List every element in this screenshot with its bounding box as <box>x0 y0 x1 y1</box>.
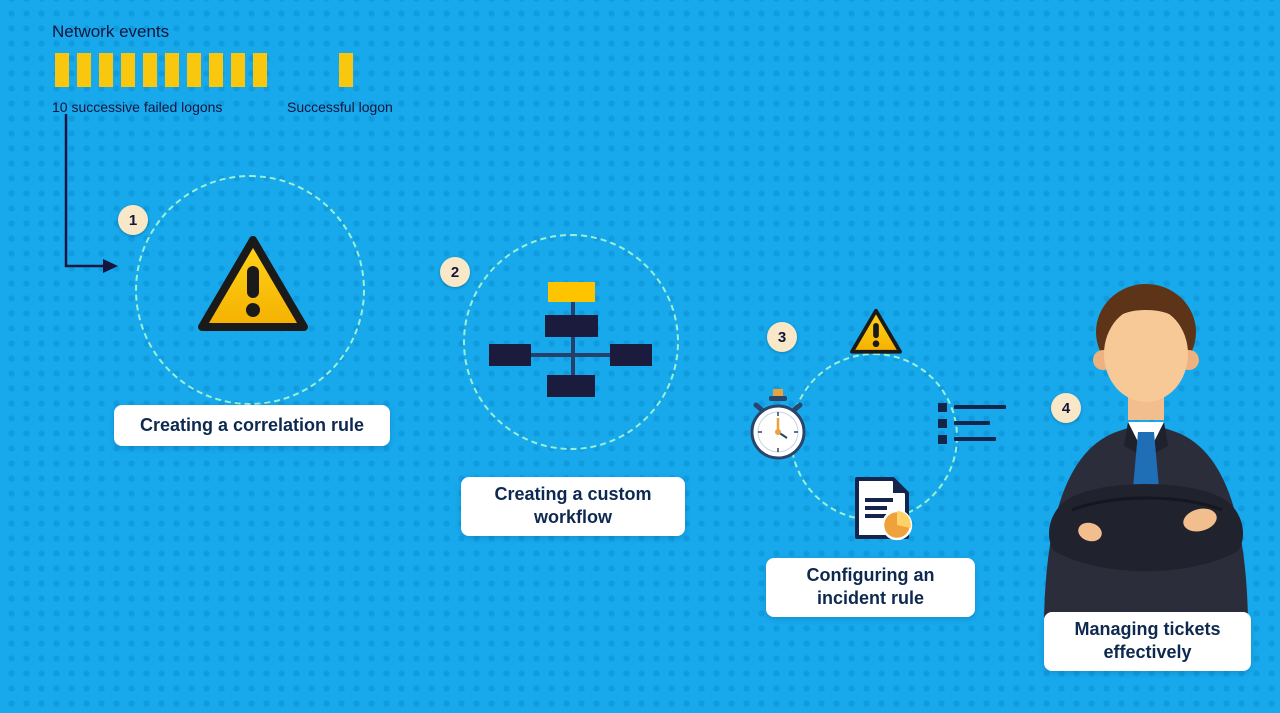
step2-label: Creating a custom workflow <box>461 477 685 536</box>
failed-logons-label: 10 successive failed logons <box>52 99 223 115</box>
crossed-arms <box>1048 484 1244 572</box>
event-bar <box>253 53 267 87</box>
event-bar <box>99 53 113 87</box>
stopwatch-icon <box>750 389 806 460</box>
success-logon-bar <box>339 53 353 87</box>
warning-triangle-small-icon <box>850 308 902 354</box>
step3-label: Configuring an incident rule <box>766 558 975 617</box>
warning-triangle-icon <box>198 236 308 331</box>
step2-dashed-circle <box>463 234 679 450</box>
step1-label: Creating a correlation rule <box>114 405 390 446</box>
hand <box>1183 508 1217 532</box>
step3-badge: 3 <box>767 322 797 352</box>
arrow-connector-icon <box>64 114 118 273</box>
step1-dashed-circle <box>135 175 365 405</box>
event-bar <box>55 53 69 87</box>
step4-badge: 4 <box>1051 393 1081 423</box>
support-engineer-illustration <box>1044 284 1248 620</box>
face <box>1104 306 1188 402</box>
report-pie-chart-icon <box>855 477 913 541</box>
event-bar <box>339 53 353 87</box>
hair-front <box>1101 288 1191 344</box>
event-bar <box>187 53 201 87</box>
checklist-icon <box>938 403 1006 444</box>
event-bar <box>77 53 91 87</box>
event-bar <box>165 53 179 87</box>
step2-badge: 2 <box>440 257 470 287</box>
success-logon-label: Successful logon <box>287 99 393 115</box>
event-bar <box>121 53 135 87</box>
legend-title: Network events <box>52 22 170 41</box>
workflow-root-node <box>548 282 595 302</box>
failed-logon-bars <box>55 53 267 87</box>
workflow-tree-icon <box>489 282 652 397</box>
event-bar <box>143 53 157 87</box>
step1-badge: 1 <box>118 205 148 235</box>
event-bar <box>209 53 223 87</box>
step4-label: Managing tickets effectively <box>1044 612 1251 671</box>
event-bar <box>231 53 245 87</box>
hand <box>1078 522 1102 542</box>
